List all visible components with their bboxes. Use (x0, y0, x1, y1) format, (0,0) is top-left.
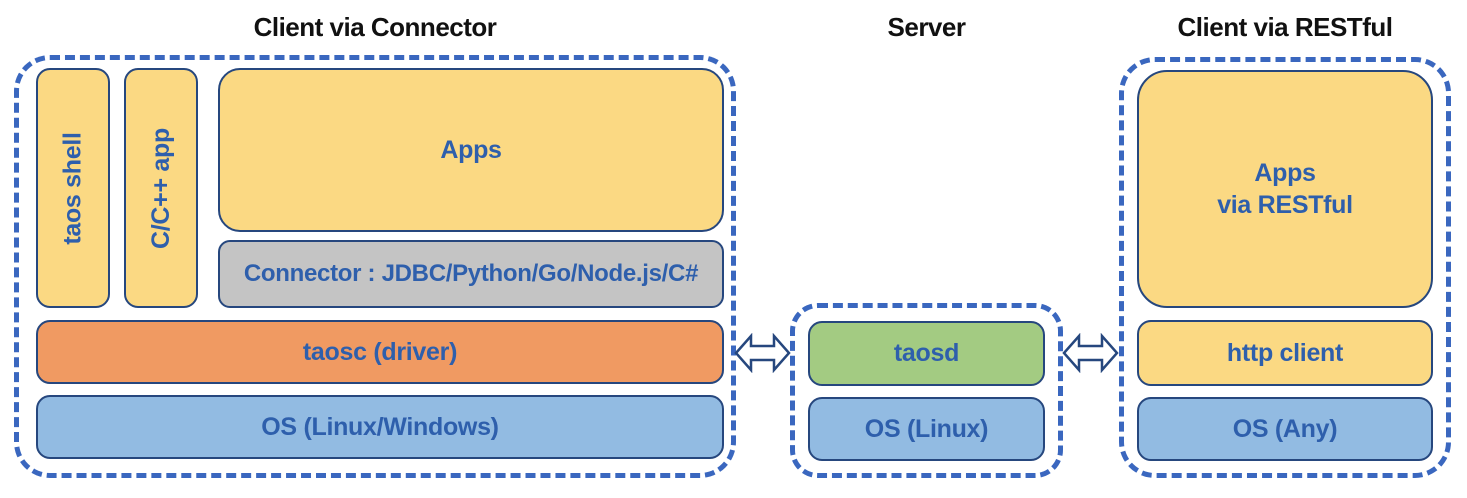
os-linux-windows-box: OS (Linux/Windows) (36, 395, 724, 459)
os-linux-label: OS (Linux) (864, 414, 989, 443)
apps-box: Apps (218, 68, 724, 232)
section-title-client-restful: Client via RESTful (1177, 12, 1393, 42)
apps-via-restful-box: Apps via RESTful (1137, 70, 1433, 308)
section-title-client-connector: Client via Connector (253, 12, 497, 42)
os-any-box: OS (Any) (1137, 397, 1433, 461)
taos-shell-box: taos shell (36, 68, 110, 308)
os-linux-box: OS (Linux) (808, 397, 1045, 461)
os-linux-windows-label: OS (Linux/Windows) (261, 412, 499, 441)
taosc-driver-label: taosc (driver) (302, 337, 458, 366)
section-title-server: Server (887, 12, 966, 42)
client-connector-group (14, 55, 736, 478)
taos-shell-label: taos shell (58, 131, 87, 245)
server-group (790, 303, 1063, 478)
taosc-driver-box: taosc (driver) (36, 320, 724, 384)
bidirectional-arrow-left-icon (734, 333, 791, 373)
taosd-label: taosd (893, 339, 960, 367)
client-restful-group (1119, 57, 1451, 478)
apps-via-restful-label-line2: via RESTful (1217, 191, 1353, 219)
cpp-app-label: C/C++ app (146, 127, 175, 249)
http-client-box: http client (1137, 320, 1433, 386)
os-any-label: OS (Any) (1232, 414, 1338, 443)
connector-box: Connector : JDBC/Python/Go/Node.js/C# (218, 240, 724, 308)
apps-via-restful-label-line1: Apps (1254, 158, 1316, 187)
connector-label: Connector : JDBC/Python/Go/Node.js/C# (243, 260, 699, 287)
http-client-label: http client (1226, 338, 1344, 367)
taosd-box: taosd (808, 321, 1045, 386)
cpp-app-box: C/C++ app (124, 68, 198, 308)
bidirectional-arrow-right-icon (1062, 333, 1119, 373)
apps-label: Apps (440, 135, 502, 164)
